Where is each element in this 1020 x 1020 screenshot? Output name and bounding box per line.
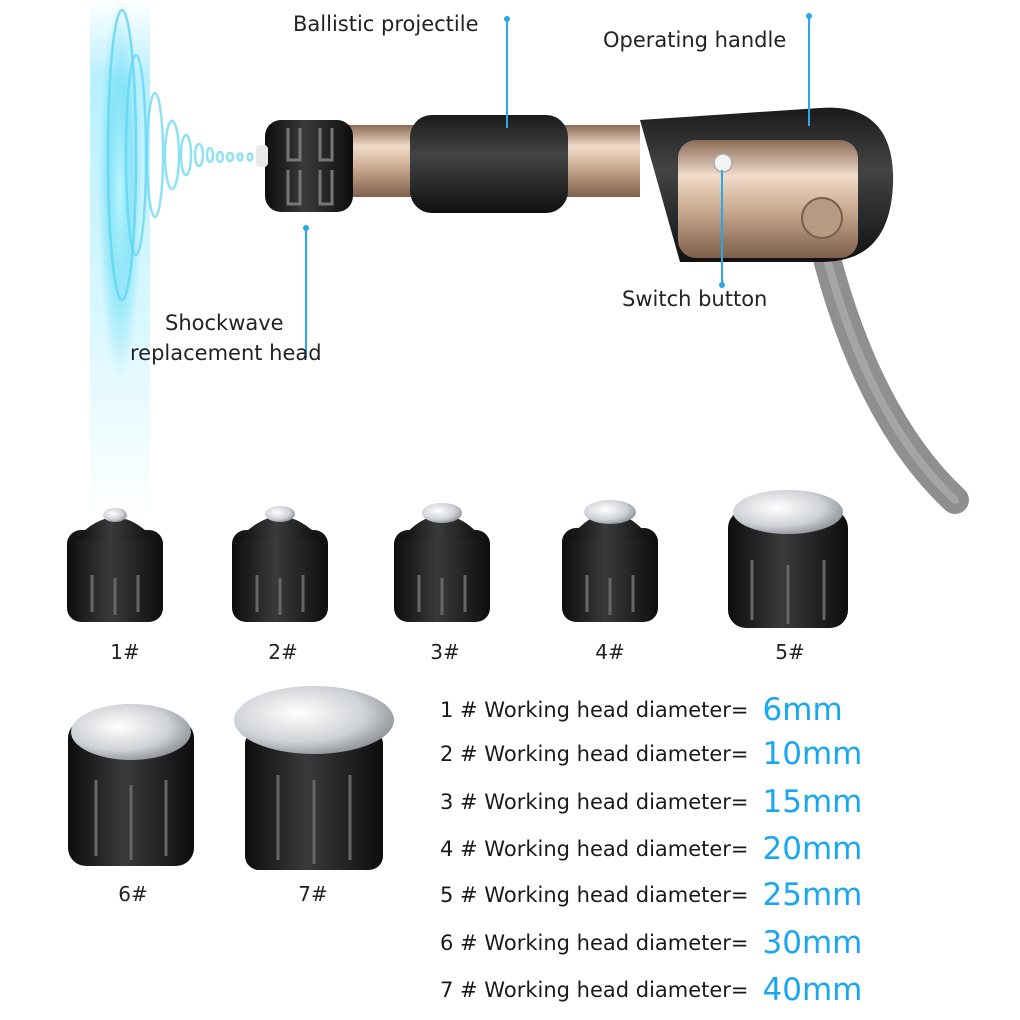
spec-label: 7 # Working head diameter= [440, 978, 749, 1002]
spec-row-5: 5 # Working head diameter= 25mm [440, 872, 862, 918]
spec-value: 6mm [762, 692, 843, 728]
cap-label-5: 5# [775, 640, 805, 664]
spec-value: 10mm [762, 736, 863, 772]
callout-dot [504, 16, 510, 22]
spec-value: 30mm [762, 925, 863, 961]
grip-sleeve [410, 115, 568, 213]
replacement-head [265, 120, 353, 212]
spec-label: 1 # Working head diameter= [440, 698, 749, 722]
spec-value: 25mm [762, 877, 863, 913]
spec-label: 6 # Working head diameter= [440, 931, 749, 955]
callout-line-switch [721, 170, 723, 285]
spec-row-1: 1 # Working head diameter= 6mm [440, 687, 843, 733]
label-replacement-head-line1: Shockwave [165, 311, 284, 335]
spec-value: 20mm [762, 831, 863, 867]
cap-3-image [394, 503, 490, 622]
spec-label: 2 # Working head diameter= [440, 742, 749, 766]
spec-label: 5 # Working head diameter= [440, 883, 749, 907]
label-replacement-head-line2: replacement head [130, 341, 322, 365]
cap-6-image [68, 704, 194, 866]
callout-line-projectile [506, 20, 508, 128]
shockwave-rings [106, 8, 254, 302]
callout-line-handle [808, 16, 810, 126]
spec-value: 15mm [762, 784, 863, 820]
cap-7-image [234, 686, 394, 870]
spec-label: 4 # Working head diameter= [440, 837, 749, 861]
spec-value: 40mm [762, 972, 863, 1008]
cap-label-1: 1# [110, 640, 140, 664]
label-ballistic-projectile: Ballistic projectile [293, 12, 479, 36]
cap-5-image [728, 490, 848, 628]
cap-1-image [67, 508, 163, 622]
cap-label-2: 2# [268, 640, 298, 664]
callout-dot [719, 282, 725, 288]
spec-label: 3 # Working head diameter= [440, 790, 749, 814]
spec-row-7: 7 # Working head diameter= 40mm [440, 967, 862, 1013]
cap-label-7: 7# [298, 882, 328, 906]
cable [804, 208, 969, 514]
label-switch-button: Switch button [622, 287, 768, 311]
switch-button-icon [713, 153, 733, 173]
label-operating-handle: Operating handle [603, 28, 787, 52]
callout-dot [303, 225, 309, 231]
spec-row-6: 6 # Working head diameter= 30mm [440, 920, 862, 966]
spec-row-2: 2 # Working head diameter= 10mm [440, 731, 862, 777]
cap-label-6: 6# [118, 882, 148, 906]
cap-label-4: 4# [595, 640, 625, 664]
handle-body [678, 140, 858, 258]
spec-row-3: 3 # Working head diameter= 15mm [440, 779, 862, 825]
cap-2-image [232, 506, 328, 622]
spec-row-4: 4 # Working head diameter= 20mm [440, 826, 862, 872]
cap-4-image [562, 500, 658, 622]
callout-line-head [305, 228, 307, 358]
cap-label-3: 3# [430, 640, 460, 664]
